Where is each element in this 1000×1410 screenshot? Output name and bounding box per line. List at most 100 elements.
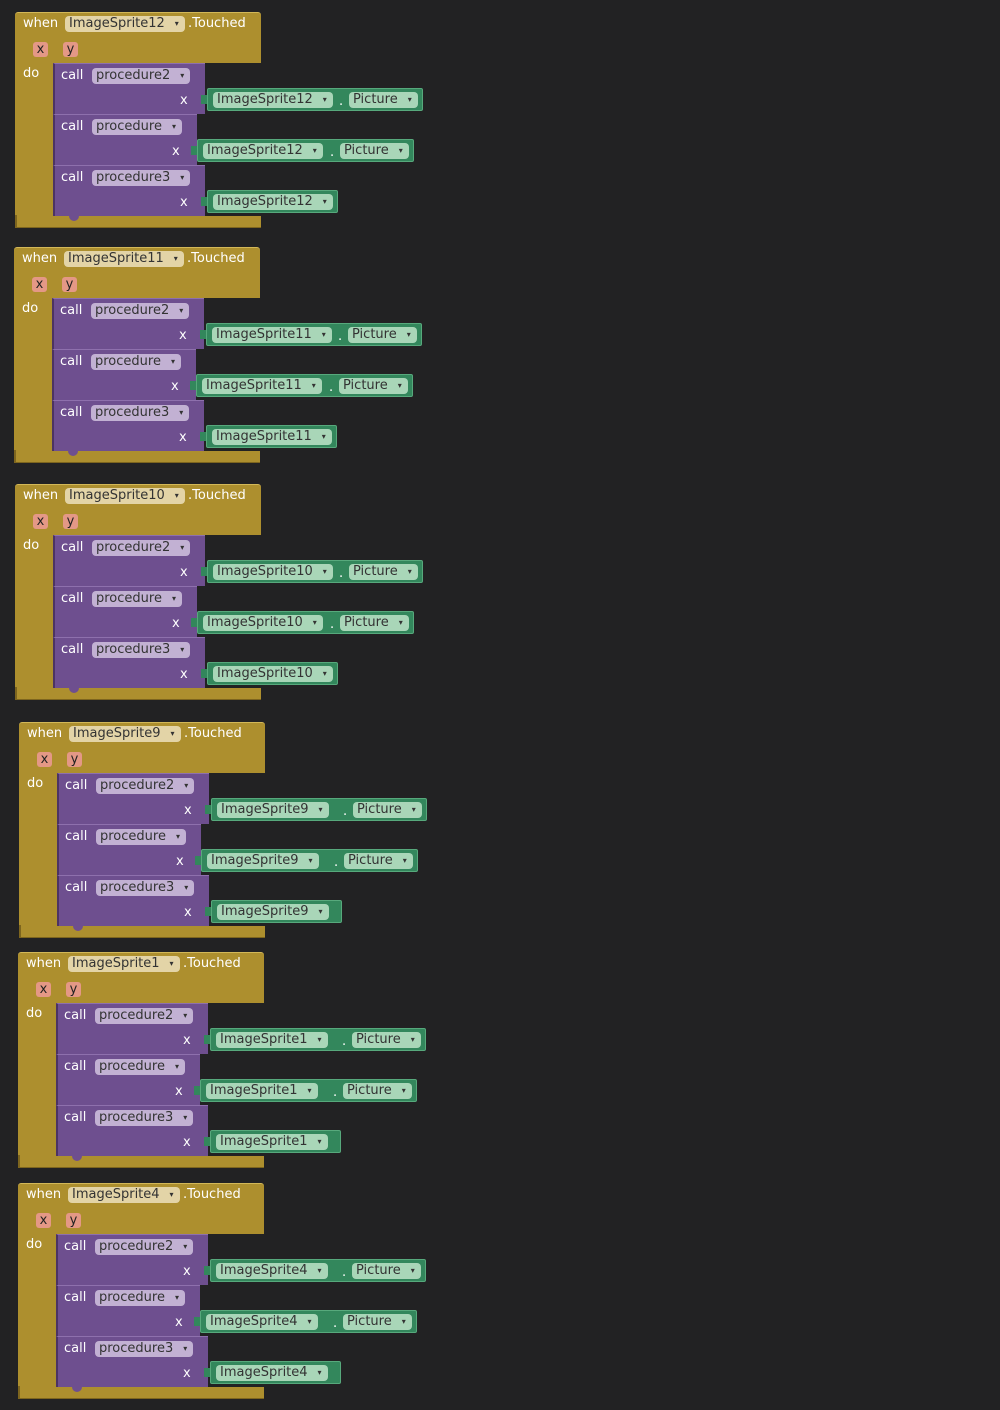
component-property-getter[interactable]: ImageSprite11 ▾ . Picture ▾ — [190, 374, 413, 397]
call-procedure-block[interactable]: call procedure ▾ x — [53, 586, 197, 642]
param-y[interactable]: y — [66, 982, 81, 997]
call-procedure2-block[interactable]: call procedure2 ▾ x — [53, 535, 205, 591]
call-procedure2-block[interactable]: call procedure2 ▾ x — [52, 298, 204, 354]
property-dropdown[interactable]: Picture ▾ — [352, 1032, 421, 1048]
procedure-dropdown[interactable]: procedure ▾ — [91, 354, 181, 370]
procedure-dropdown[interactable]: procedure3 ▾ — [95, 1341, 194, 1357]
component-property-getter[interactable]: ImageSprite10 ▾ . Picture ▾ — [191, 611, 414, 634]
property-dropdown[interactable]: Picture ▾ — [353, 802, 422, 818]
procedure-dropdown[interactable]: procedure ▾ — [92, 119, 182, 135]
component-dropdown[interactable]: ImageSprite1 ▾ — [206, 1083, 318, 1099]
component-dropdown[interactable]: ImageSprite4 ▾ — [216, 1365, 328, 1381]
component-dropdown[interactable]: ImageSprite12 ▾ — [213, 92, 333, 108]
call-procedure-block[interactable]: call procedure ▾ x — [56, 1054, 200, 1110]
component-getter[interactable]: ImageSprite1 ▾ — [204, 1130, 341, 1153]
component-dropdown[interactable]: ImageSprite9 ▾ — [217, 802, 329, 818]
procedure-dropdown[interactable]: procedure2 ▾ — [96, 778, 195, 794]
component-dropdown[interactable]: ImageSprite11 ▾ — [212, 429, 332, 445]
call-procedure-block[interactable]: call procedure ▾ x — [56, 1285, 200, 1341]
param-x[interactable]: x — [36, 1213, 51, 1228]
procedure-dropdown[interactable]: procedure ▾ — [95, 1290, 185, 1306]
component-getter[interactable]: ImageSprite9 ▾ — [205, 900, 342, 923]
param-x[interactable]: x — [33, 514, 48, 529]
property-dropdown[interactable]: Picture ▾ — [349, 564, 418, 580]
procedure-dropdown[interactable]: procedure ▾ — [95, 1059, 185, 1075]
param-y[interactable]: y — [66, 1213, 81, 1228]
call-procedure3-block[interactable]: call procedure3 ▾ x — [56, 1336, 208, 1392]
procedure-dropdown[interactable]: procedure3 ▾ — [96, 880, 195, 896]
param-x[interactable]: x — [32, 277, 47, 292]
component-property-getter[interactable]: ImageSprite12 ▾ . Picture ▾ — [191, 139, 414, 162]
component-getter[interactable]: ImageSprite11 ▾ — [200, 425, 337, 448]
component-dropdown[interactable]: ImageSprite1 ▾ — [216, 1134, 328, 1150]
component-dropdown[interactable]: ImageSprite10 ▾ — [213, 666, 333, 682]
procedure-dropdown[interactable]: procedure2 ▾ — [95, 1008, 194, 1024]
property-dropdown[interactable]: Picture ▾ — [352, 1263, 421, 1279]
component-dropdown[interactable]: ImageSprite10 ▾ — [65, 488, 185, 504]
component-property-getter[interactable]: ImageSprite9 ▾ . Picture ▾ — [195, 849, 418, 872]
call-procedure-block[interactable]: call procedure ▾ x — [52, 349, 196, 405]
property-dropdown[interactable]: Picture ▾ — [343, 1083, 412, 1099]
call-procedure2-block[interactable]: call procedure2 ▾ x — [56, 1003, 208, 1059]
component-dropdown[interactable]: ImageSprite4 ▾ — [216, 1263, 328, 1279]
component-dropdown[interactable]: ImageSprite4 ▾ — [206, 1314, 318, 1330]
property-dropdown[interactable]: Picture ▾ — [344, 853, 413, 869]
procedure-dropdown[interactable]: procedure ▾ — [92, 591, 182, 607]
component-dropdown[interactable]: ImageSprite12 ▾ — [213, 194, 333, 210]
component-dropdown[interactable]: ImageSprite1 ▾ — [216, 1032, 328, 1048]
component-dropdown[interactable]: ImageSprite9 ▾ — [207, 853, 319, 869]
component-dropdown[interactable]: ImageSprite9 ▾ — [217, 904, 329, 920]
component-getter[interactable]: ImageSprite10 ▾ — [201, 662, 338, 685]
call-procedure2-block[interactable]: call procedure2 ▾ x — [56, 1234, 208, 1290]
call-procedure3-block[interactable]: call procedure3 ▾ x — [56, 1105, 208, 1161]
procedure-dropdown[interactable]: procedure3 ▾ — [92, 170, 191, 186]
call-procedure3-block[interactable]: call procedure3 ▾ x — [53, 637, 205, 693]
component-dropdown[interactable]: ImageSprite12 ▾ — [203, 143, 323, 159]
property-dropdown[interactable]: Picture ▾ — [340, 615, 409, 631]
property-dropdown[interactable]: Picture ▾ — [343, 1314, 412, 1330]
component-property-getter[interactable]: ImageSprite11 ▾ . Picture ▾ — [200, 323, 422, 346]
component-property-getter[interactable]: ImageSprite10 ▾ . Picture ▾ — [201, 560, 423, 583]
call-procedure-block[interactable]: call procedure ▾ x — [57, 824, 201, 880]
param-y[interactable]: y — [62, 277, 77, 292]
procedure-dropdown[interactable]: procedure2 ▾ — [92, 68, 191, 84]
component-dropdown[interactable]: ImageSprite10 ▾ — [203, 615, 323, 631]
touched-event-block[interactable]: when ImageSprite9 ▾ .Touched x y do call… — [19, 722, 427, 938]
param-y[interactable]: y — [63, 514, 78, 529]
procedure-dropdown[interactable]: procedure ▾ — [96, 829, 186, 845]
touched-event-block[interactable]: when ImageSprite1 ▾ .Touched x y do call… — [18, 952, 426, 1168]
procedure-dropdown[interactable]: procedure2 ▾ — [95, 1239, 194, 1255]
procedure-dropdown[interactable]: procedure3 ▾ — [91, 405, 190, 421]
touched-event-block[interactable]: when ImageSprite11 ▾ .Touched x y do cal… — [14, 247, 422, 463]
call-procedure3-block[interactable]: call procedure3 ▾ x — [53, 165, 205, 221]
property-dropdown[interactable]: Picture ▾ — [339, 378, 408, 394]
call-procedure3-block[interactable]: call procedure3 ▾ x — [52, 400, 204, 456]
component-property-getter[interactable]: ImageSprite9 ▾ . Picture ▾ — [205, 798, 427, 821]
component-property-getter[interactable]: ImageSprite4 ▾ . Picture ▾ — [204, 1259, 426, 1282]
procedure-dropdown[interactable]: procedure2 ▾ — [91, 303, 190, 319]
component-dropdown[interactable]: ImageSprite10 ▾ — [213, 564, 333, 580]
component-getter[interactable]: ImageSprite4 ▾ — [204, 1361, 341, 1384]
component-dropdown[interactable]: ImageSprite9 ▾ — [69, 726, 181, 742]
component-dropdown[interactable]: ImageSprite1 ▾ — [68, 956, 180, 972]
component-property-getter[interactable]: ImageSprite1 ▾ . Picture ▾ — [204, 1028, 426, 1051]
component-dropdown[interactable]: ImageSprite12 ▾ — [65, 16, 185, 32]
procedure-dropdown[interactable]: procedure3 ▾ — [95, 1110, 194, 1126]
param-x[interactable]: x — [33, 42, 48, 57]
component-dropdown[interactable]: ImageSprite11 ▾ — [212, 327, 332, 343]
property-dropdown[interactable]: Picture ▾ — [340, 143, 409, 159]
call-procedure-block[interactable]: call procedure ▾ x — [53, 114, 197, 170]
component-property-getter[interactable]: ImageSprite12 ▾ . Picture ▾ — [201, 88, 423, 111]
property-dropdown[interactable]: Picture ▾ — [349, 92, 418, 108]
procedure-dropdown[interactable]: procedure3 ▾ — [92, 642, 191, 658]
call-procedure2-block[interactable]: call procedure2 ▾ x — [57, 773, 209, 829]
component-property-getter[interactable]: ImageSprite1 ▾ . Picture ▾ — [194, 1079, 417, 1102]
call-procedure2-block[interactable]: call procedure2 ▾ x — [53, 63, 205, 119]
component-getter[interactable]: ImageSprite12 ▾ — [201, 190, 338, 213]
procedure-dropdown[interactable]: procedure2 ▾ — [92, 540, 191, 556]
param-y[interactable]: y — [67, 752, 82, 767]
touched-event-block[interactable]: when ImageSprite12 ▾ .Touched x y do cal… — [15, 12, 423, 228]
touched-event-block[interactable]: when ImageSprite10 ▾ .Touched x y do cal… — [15, 484, 423, 700]
component-dropdown[interactable]: ImageSprite11 ▾ — [202, 378, 322, 394]
component-dropdown[interactable]: ImageSprite4 ▾ — [68, 1187, 180, 1203]
